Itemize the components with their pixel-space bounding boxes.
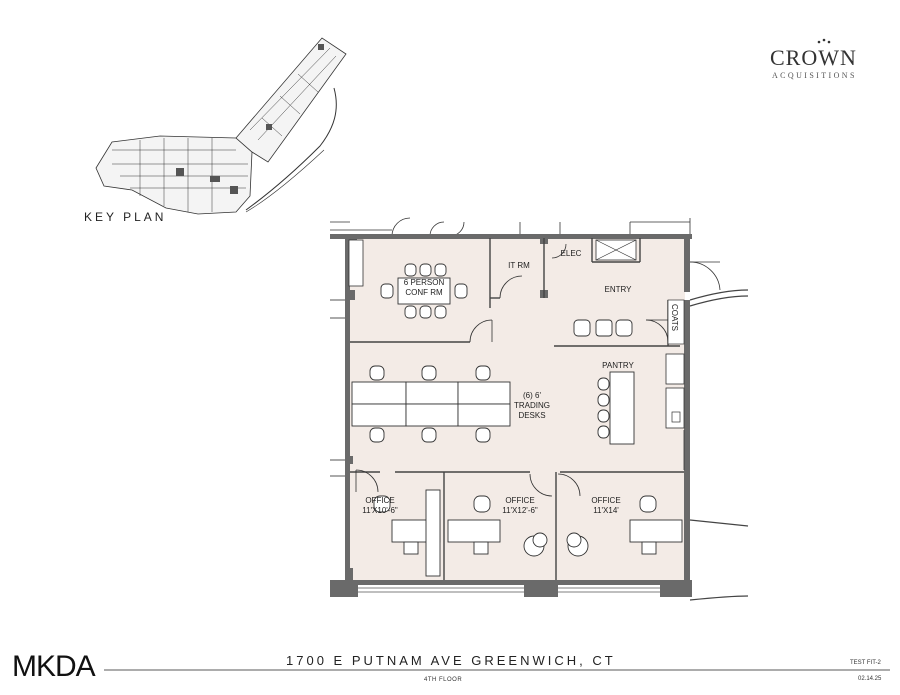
office-2-size: 11'X12'-6" (502, 506, 538, 515)
project-address: 1700 E PUTNAM AVE GREENWICH, CT (286, 653, 616, 668)
key-plan-label: KEY PLAN (84, 210, 167, 224)
coats-label: COATS (670, 304, 679, 331)
conf-room-label-2: CONF RM (405, 288, 443, 297)
trading-desks-label-1: (6) 6' (523, 391, 541, 400)
office-1-furniture (373, 489, 441, 577)
crown-icon (817, 38, 831, 44)
office-3-size: 11'X14' (593, 506, 619, 515)
entry-label: ENTRY (605, 285, 633, 294)
date-label: 02.14.25 (858, 676, 882, 682)
pantry-island (597, 371, 635, 445)
office-1-size: 11'X10'-6" (362, 506, 398, 515)
office-2-label: OFFICE (505, 496, 534, 505)
conference-table (380, 263, 468, 319)
client-logo: CROWN (770, 45, 857, 70)
architect-logo: MKDA (12, 650, 96, 683)
entry-seating (573, 319, 633, 337)
client-logo-subtitle: ACQUISITIONS (772, 71, 857, 80)
office-2-furniture (447, 495, 548, 557)
office-3-label: OFFICE (591, 496, 620, 505)
office-1-label: OFFICE (365, 496, 394, 505)
floor-label: 4TH FLOOR (424, 677, 463, 683)
test-fit-label: TEST FIT-2 (850, 660, 881, 666)
elec-label: ELEC (561, 249, 582, 258)
it-room-label: IT RM (508, 261, 530, 270)
trading-desks-label-2: TRADING (514, 401, 550, 410)
trading-desks-label-3: DESKS (518, 411, 545, 420)
pantry-label: PANTRY (602, 361, 634, 370)
main-floor-plan: 6 PERSON CONF RM IT RM ELEC ENTRY COATS … (330, 217, 749, 601)
conf-room-label-1: 6 PERSON (404, 278, 445, 287)
office-3-furniture (566, 495, 683, 557)
trading-desks (351, 365, 511, 443)
key-plan-diagram (95, 37, 347, 215)
